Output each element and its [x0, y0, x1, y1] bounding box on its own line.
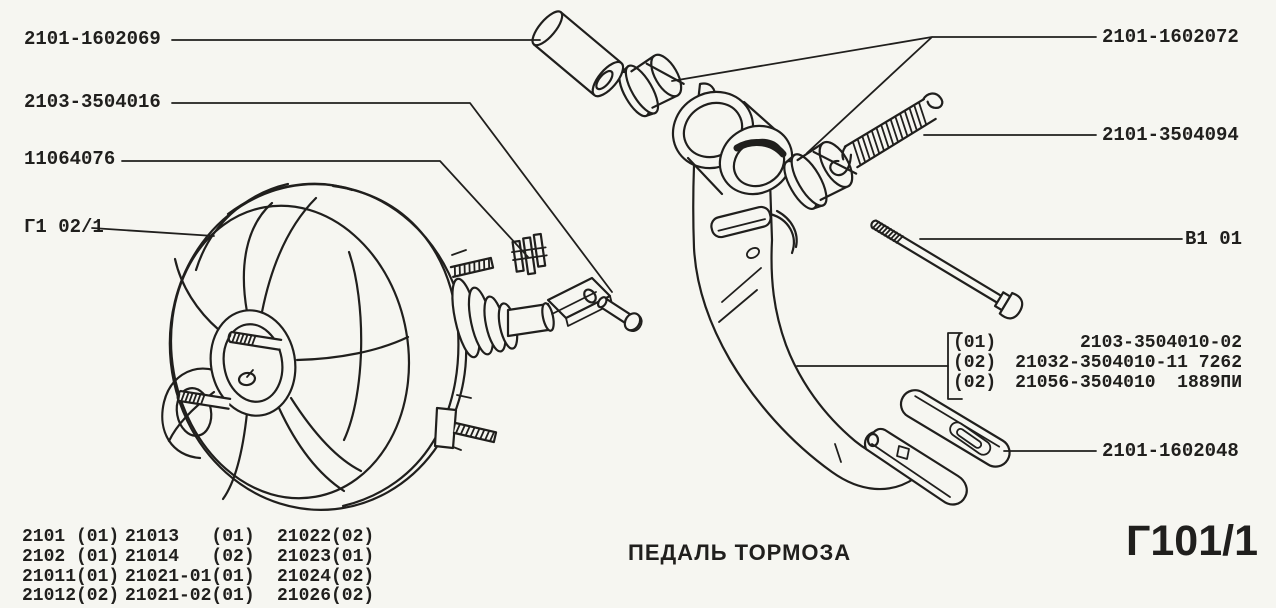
model-applicability-table: 2101 (01) 21013 (01) 21022(02) 2102 (01)…	[22, 527, 375, 607]
brake-booster-drawing	[161, 182, 613, 511]
callout-clip-number: 11064076	[24, 148, 116, 170]
model-cell: 21012(02)	[22, 586, 120, 607]
callout-pushrod-number: 2103-3504016	[24, 91, 161, 113]
variant-row: (02) 21056-3504010 1889ПИ	[953, 373, 1242, 393]
variant-code: (02)	[953, 353, 997, 373]
model-cell: 21022(02)	[277, 527, 375, 547]
variant-number: 21056-3504010 1889ПИ	[1015, 373, 1242, 393]
pedal-variant-list: (01) 2103-3504010-02 (02) 21032-3504010-…	[953, 333, 1242, 393]
callout-spring-number: 2101-3504094	[1102, 124, 1239, 146]
pivot-bushing	[783, 140, 858, 211]
variant-code: (01)	[953, 333, 997, 353]
variant-number: 21032-3504010-11 7262	[1015, 353, 1242, 373]
drawing-title: ПЕДАЛЬ ТОРМОЗА	[628, 540, 852, 565]
table-row: 2102 (01) 21014 (02) 21023(01)	[22, 546, 375, 568]
pedal-rubber-pad	[899, 389, 1011, 468]
callout-pad-number: 2101-1602048	[1102, 440, 1239, 462]
model-cell: 21013 (01)	[125, 527, 255, 547]
callout-booster-ref: Г1 02/1	[24, 216, 104, 238]
retaining-clip	[511, 232, 548, 276]
variant-number: 2103-3504010-02	[1079, 333, 1242, 353]
pivot-bushing	[618, 53, 685, 118]
booster-stud	[176, 389, 232, 410]
table-row: 21011(01) 21021-01(01) 21024(02)	[22, 566, 375, 588]
booster-stud	[449, 256, 495, 278]
callout-sleeve-number: 2101-1602069	[24, 28, 161, 50]
variant-bracket	[947, 332, 963, 400]
booster-stud	[452, 422, 498, 444]
model-cell: 21026(02)	[277, 586, 375, 607]
variant-code: (02)	[953, 373, 997, 393]
table-row: 21012(02) 21021-02(01) 21026(02)	[22, 587, 374, 607]
model-cell: 21024(02)	[277, 566, 375, 587]
pushrod-clevis	[546, 276, 613, 327]
booster-stud	[227, 330, 283, 351]
model-cell: 21014 (02)	[125, 546, 255, 567]
booster-pushrod-boot	[451, 277, 555, 359]
variant-row: (01) 2103-3504010-02	[953, 333, 1242, 353]
model-cell: 2102 (01)	[22, 546, 120, 567]
leader-lines	[91, 36, 1183, 452]
model-cell: 21021-02(01)	[125, 586, 255, 607]
clevis-pin	[596, 296, 643, 332]
pedal-pivot-boss	[671, 90, 794, 196]
model-cell: 21021-01(01)	[125, 566, 255, 587]
variant-row: (02) 21032-3504010-11 7262	[953, 353, 1242, 373]
table-row: 2101 (01) 21013 (01) 21022(02)	[22, 527, 375, 548]
callout-bolt-ref: В1 01	[1184, 228, 1242, 250]
pivot-bolt	[870, 219, 1024, 320]
page-code: Г101/1	[1126, 517, 1258, 565]
callout-bushing-number: 2101-1602072	[1102, 26, 1239, 48]
model-cell: 2101 (01)	[22, 527, 120, 547]
model-cell: 21011(01)	[22, 566, 120, 587]
brake-pedal-drawing	[671, 82, 968, 506]
pedal-foot-plate	[863, 427, 968, 506]
return-spring	[829, 92, 944, 177]
spacer-sleeve	[531, 10, 625, 98]
model-cell: 21023(01)	[277, 546, 375, 567]
